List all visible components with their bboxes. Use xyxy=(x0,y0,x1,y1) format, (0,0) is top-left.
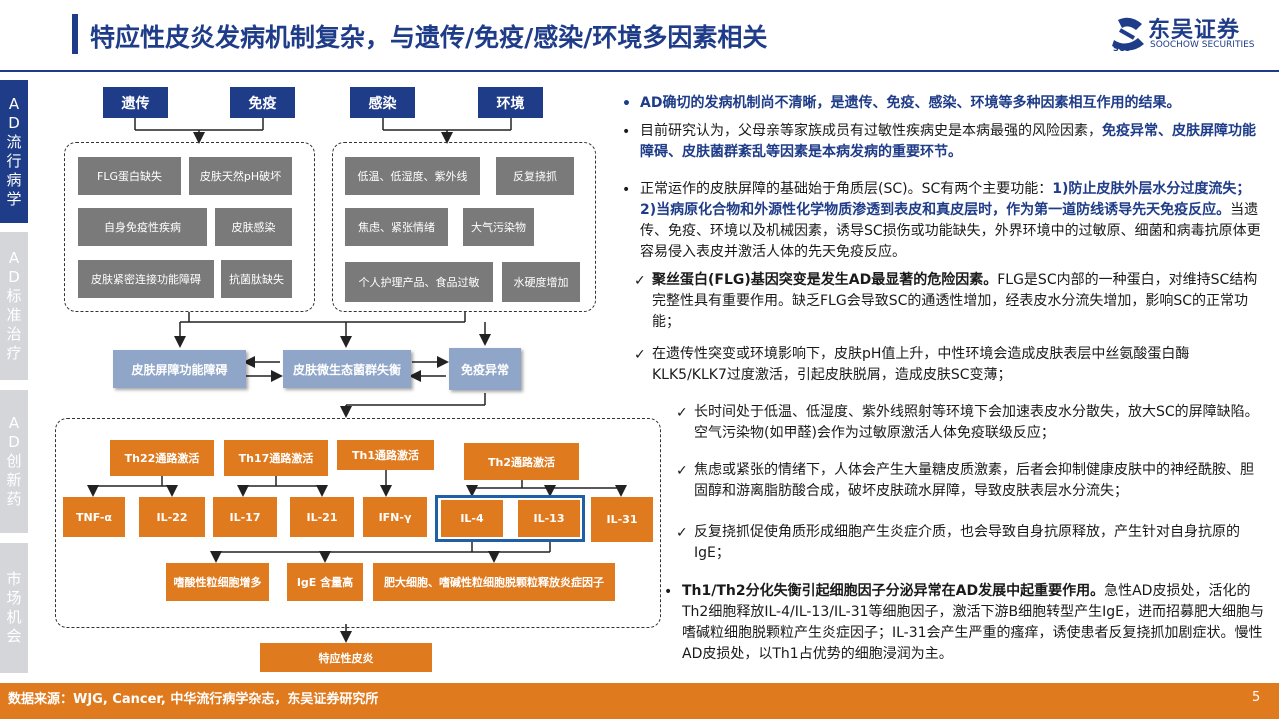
company-logo xyxy=(1112,17,1144,51)
page-number: 5 xyxy=(1252,690,1261,705)
paragraph-th1-th2-imbalance: Th1/Th2分化失衡引起细胞因子分泌异常在AD发展中起重要作用。急性AD皮损处… xyxy=(682,581,1272,665)
factor-item: 大气污染物 xyxy=(463,208,534,246)
text-span: 目前研究认为，父母亲等家族成员有过敏性疾病史是本病最强的风险因素， xyxy=(640,123,1102,139)
pathway-th1: Th1通路激活 xyxy=(337,440,434,470)
cytokine-box: IL-17 xyxy=(213,497,277,537)
cytokine-box: IL-4 xyxy=(441,500,503,537)
check-mark: ✓ xyxy=(676,525,688,541)
logo-abbreviation: SCS xyxy=(1113,44,1131,53)
title-accent-bar xyxy=(72,14,78,54)
factor-box-environment: 环境 xyxy=(478,87,543,118)
paragraph-mechanism-unclear: AD确切的发病机制尚不清晰，是遗传、免疫、感染、环境等多种因素相互作用的结果。 xyxy=(640,93,1262,114)
bullet-mark: • xyxy=(664,584,673,600)
factor-item: 皮肤天然pH破坏 xyxy=(189,157,292,195)
factor-box-genetic: 遗传 xyxy=(103,87,168,118)
paragraph-skin-ph: 在遗传性突变或环境影响下，皮肤pH值上升，中性环境会造成皮肤表层中丝氨酸蛋白酶K… xyxy=(652,344,1262,386)
text-span: 反复挠抓促使角质形成细胞产生炎症介质，也会导致自身抗原释放，产生针对自身抗原的I… xyxy=(694,524,1240,561)
side-tab-market-opportunity[interactable]: 市场机会 xyxy=(0,543,28,673)
factor-item: 皮肤紧密连接功能障碍 xyxy=(78,260,214,298)
mid-box-skin-barrier-dysfunction: 皮肤屏障功能障碍 xyxy=(113,350,246,388)
bullet-mark: • xyxy=(622,124,631,140)
text-span: 当遗传、免疫、环境以及机械因素，诱导SC损伤或功能缺失，外界环境中的过敏原、细菌… xyxy=(640,202,1261,260)
page-title: 特应性皮炎发病机制复杂，与遗传/免疫/感染/环境多因素相关 xyxy=(90,23,768,52)
text-span: Th1/Th2分化失衡引起细胞因子分泌异常在AD发展中起重要作用。 xyxy=(682,583,1105,599)
paragraph-anxiety-effects: 焦虑或紧张的情绪下，人体会产生大量糖皮质激素，后者会抑制健康皮肤中的神经酰胺、胆… xyxy=(694,460,1262,502)
footer-bar xyxy=(0,683,1279,719)
logo-name: 东吴证券 xyxy=(1148,18,1241,43)
paragraph-risk-factors: 目前研究认为，父母亲等家族成员有过敏性疾病史是本病最强的风险因素，免疫异常、皮肤… xyxy=(640,121,1262,163)
factor-box-infection: 感染 xyxy=(350,87,415,118)
text-span: 焦虑或紧张的情绪下，人体会产生大量糖皮质激素，后者会抑制健康皮肤中的神经酰胺、胆… xyxy=(694,462,1254,499)
mid-box-microbiome-imbalance: 皮肤微生态菌群失衡 xyxy=(283,350,411,388)
pathway-th22: Th22通路激活 xyxy=(110,440,214,476)
text-span: FLG是SC内部的一种蛋白，对维持SC结构完整性具有重要作用。缺乏FLG会导致S… xyxy=(652,272,1258,330)
logo-english-name: SOOCHOW SECURITIES xyxy=(1150,40,1255,50)
cytokine-box: IL-22 xyxy=(139,497,205,537)
immune-pathway-group xyxy=(55,418,661,628)
paragraph-flg-mutation: 聚丝蛋白(FLG)基因突变是发生AD最显著的危险因素。FLG是SC内部的一种蛋白… xyxy=(652,270,1262,333)
factor-item: 水硬度增加 xyxy=(502,262,580,302)
text-span: 1)防止皮肤外层水分过度流失；2)当病原化合物和外源性化学物质渗透到表皮和真皮层… xyxy=(640,181,1251,218)
check-mark: ✓ xyxy=(634,347,646,363)
paragraph-scratching-effects: 反复挠抓促使角质形成细胞产生炎症介质，也会导致自身抗原释放，产生针对自身抗原的I… xyxy=(694,522,1262,564)
bullet-mark: • xyxy=(622,182,631,198)
text-span: 免疫异常、皮肤屏障功能障碍、皮肤菌群紊乱等因素是本病发病的重要环节。 xyxy=(640,123,1256,160)
effect-box: IgE 含量高 xyxy=(287,563,363,601)
factor-item: 反复挠抓 xyxy=(496,157,574,195)
bullet-mark: • xyxy=(622,96,631,112)
outcome-atopic-dermatitis: 特应性皮炎 xyxy=(260,643,432,672)
text-span: 长时间处于低温、低湿度、紫外线照射等环境下会加速表皮水分散失，放大SC的屏障缺陷… xyxy=(694,404,1259,441)
factor-item: FLG蛋白缺失 xyxy=(78,157,181,195)
environmental-factor-group xyxy=(332,142,596,312)
pathway-th2: Th2通路激活 xyxy=(464,443,579,480)
factor-item: 焦虑、紧张情绪 xyxy=(345,208,448,246)
cytokine-box: IL-13 xyxy=(518,500,580,537)
cytokine-box: IL-21 xyxy=(290,497,354,537)
factor-item: 皮肤感染 xyxy=(215,208,292,246)
text-span: 急性AD皮损处，活化的Th2细胞释放IL-4/IL-13/IL-31等细胞因子，… xyxy=(682,583,1264,662)
paragraph-stratum-corneum: 正常运作的皮肤屏障的基础始于角质层(SC)。SC有两个主要功能：1)防止皮肤外层… xyxy=(640,179,1262,263)
effect-box: 嗜酸性粒细胞增多 xyxy=(166,563,269,601)
factor-item: 个人护理产品、食品过敏 xyxy=(345,262,493,302)
pathway-th17: Th17通路激活 xyxy=(224,440,328,476)
factor-item: 抗菌肽缺失 xyxy=(221,260,292,298)
data-source-note: 数据来源：WJG, Cancer, 中华流行病学杂志，东吴证券研究所 xyxy=(8,692,379,707)
cytokine-box: IFN-γ xyxy=(363,497,427,537)
factor-item: 低温、低湿度、紫外线 xyxy=(345,157,480,195)
mid-box-immune-abnormality: 免疫异常 xyxy=(449,348,521,390)
text-span: 聚丝蛋白(FLG)基因突变是发生AD最显著的危险因素。 xyxy=(652,272,998,288)
check-mark: ✓ xyxy=(676,463,688,479)
host-factor-group xyxy=(64,142,315,312)
paragraph-environment-effects: 长时间处于低温、低湿度、紫外线照射等环境下会加速表皮水分散失，放大SC的屏障缺陷… xyxy=(694,402,1262,444)
factor-box-immune: 免疫 xyxy=(230,87,295,118)
cytokine-box: TNF-α xyxy=(63,497,125,537)
factor-item: 自身免疫性疾病 xyxy=(78,208,207,246)
check-mark: ✓ xyxy=(676,405,688,421)
header-divider xyxy=(0,70,1279,72)
text-span: AD确切的发病机制尚不清晰，是遗传、免疫、感染、环境等多种因素相互作用的结果。 xyxy=(640,95,1181,111)
th2-cytokine-highlight-frame xyxy=(435,495,585,542)
check-mark: ✓ xyxy=(634,273,646,289)
cytokine-box: IL-31 xyxy=(591,497,653,542)
text-span: 正常运作的皮肤屏障的基础始于角质层(SC)。SC有两个主要功能： xyxy=(640,181,1053,197)
text-span: 在遗传性突变或环境影响下，皮肤pH值上升，中性环境会造成皮肤表层中丝氨酸蛋白酶K… xyxy=(652,346,1190,383)
effect-box: 肥大细胞、嗜碱性粒细胞脱颗粒释放炎症因子 xyxy=(373,563,615,601)
